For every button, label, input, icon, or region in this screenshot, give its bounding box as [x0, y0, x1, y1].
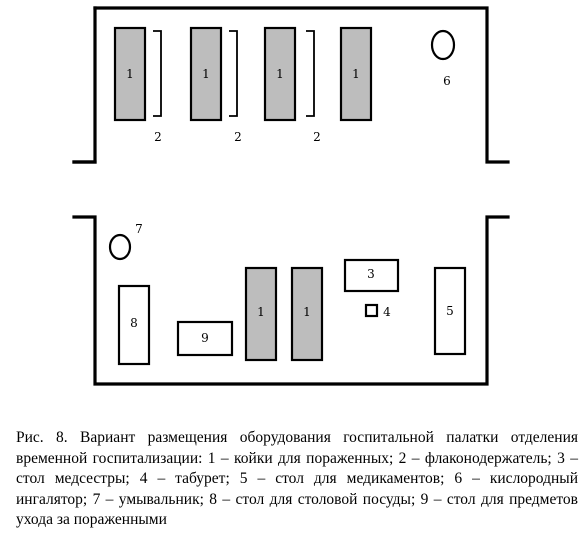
- bed: [244, 266, 278, 362]
- bottle-holder: [229, 30, 238, 117]
- sink: [108, 233, 132, 261]
- bed: [290, 266, 324, 362]
- tent-wall-lower: [72, 215, 510, 386]
- figure-caption: Рис. 8. Вариант размещения оборудования …: [16, 429, 578, 528]
- bed-label: 1: [303, 305, 311, 319]
- bed: [113, 26, 147, 122]
- stool-label: 4: [383, 305, 391, 319]
- bed: [339, 26, 373, 122]
- oxygen-inhaler-label: 6: [443, 74, 451, 88]
- bottle-holder-label: 2: [154, 130, 162, 144]
- medicine-table: [433, 266, 467, 356]
- medicine-table-label: 5: [446, 304, 454, 318]
- bed-label: 1: [352, 67, 360, 81]
- tent-floor-plan: 1 1 1 1 2 2 2 6 7 8 9 1 1 3 4 5: [72, 6, 510, 386]
- bottle-holder: [153, 30, 162, 117]
- bottle-holder: [306, 30, 315, 117]
- stool: [364, 303, 379, 318]
- oxygen-inhaler: [430, 29, 456, 61]
- dish-table: [117, 284, 151, 366]
- sink-label: 7: [135, 222, 143, 236]
- tent-wall-upper: [72, 6, 97, 164]
- bed: [263, 26, 297, 122]
- nurse-table-label: 3: [367, 267, 375, 281]
- care-items-table: [176, 320, 234, 357]
- bottle-holder-label: 2: [313, 130, 321, 144]
- bed-label: 1: [257, 305, 265, 319]
- nurse-table: [343, 258, 400, 293]
- bed-label: 1: [276, 67, 284, 81]
- tent-wall-upper-outline: [93, 6, 510, 164]
- bed-label: 1: [126, 67, 134, 81]
- bottle-holder-label: 2: [234, 130, 242, 144]
- bed-label: 1: [202, 67, 210, 81]
- care-items-table-label: 9: [201, 331, 209, 345]
- bed: [189, 26, 223, 122]
- dish-table-label: 8: [130, 316, 138, 330]
